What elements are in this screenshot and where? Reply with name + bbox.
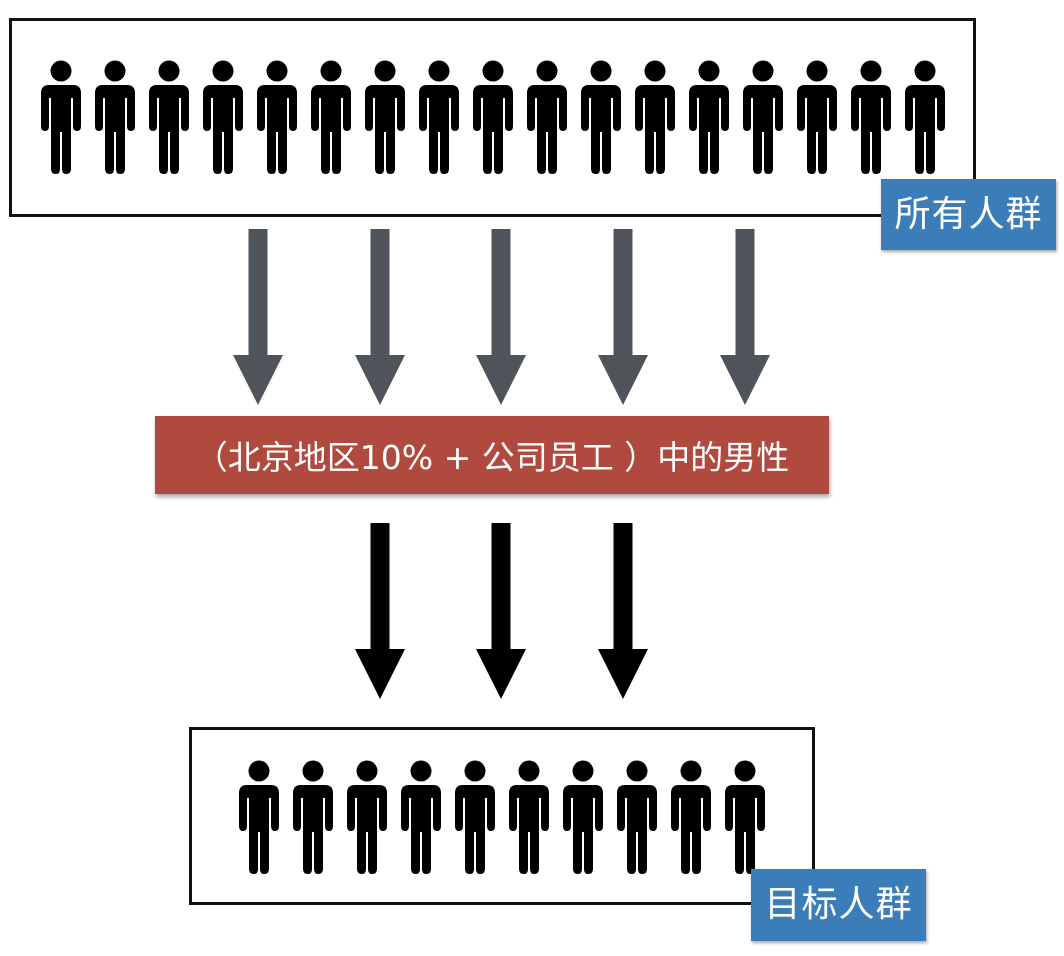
down-arrow-icon xyxy=(476,229,526,405)
person-icon xyxy=(743,60,783,174)
person-icon xyxy=(689,60,729,174)
all-population-label: 所有人群 xyxy=(881,179,1056,250)
down-arrow-icon xyxy=(233,229,283,405)
person-icon xyxy=(365,60,405,174)
person-icon xyxy=(149,60,189,174)
person-icon xyxy=(293,760,333,874)
person-icon xyxy=(851,60,891,174)
person-icon xyxy=(203,60,243,174)
person-icon xyxy=(509,760,549,874)
person-icon xyxy=(347,760,387,874)
filter-criteria-bar: （北京地区10% + 公司员工 ）中的男性 xyxy=(155,416,829,494)
person-icon xyxy=(563,760,603,874)
down-arrow-icon xyxy=(355,523,405,699)
all-population-row xyxy=(36,60,950,174)
person-icon xyxy=(905,60,945,174)
person-icon xyxy=(617,760,657,874)
down-arrow-icon xyxy=(355,229,405,405)
person-icon xyxy=(239,760,279,874)
person-icon xyxy=(671,760,711,874)
person-icon xyxy=(311,60,351,174)
down-arrow-icon xyxy=(476,523,526,699)
person-icon xyxy=(581,60,621,174)
person-icon xyxy=(473,60,513,174)
person-icon xyxy=(95,60,135,174)
person-icon xyxy=(419,60,459,174)
person-icon xyxy=(401,760,441,874)
down-arrow-icon xyxy=(720,229,770,405)
down-arrow-icon xyxy=(598,229,648,405)
person-icon xyxy=(41,60,81,174)
person-icon xyxy=(635,60,675,174)
person-icon xyxy=(797,60,837,174)
down-arrow-icon xyxy=(598,523,648,699)
target-population-row xyxy=(234,760,770,874)
target-population-label: 目标人群 xyxy=(751,869,926,941)
person-icon xyxy=(455,760,495,874)
person-icon xyxy=(257,60,297,174)
person-icon xyxy=(725,760,765,874)
person-icon xyxy=(527,60,567,174)
